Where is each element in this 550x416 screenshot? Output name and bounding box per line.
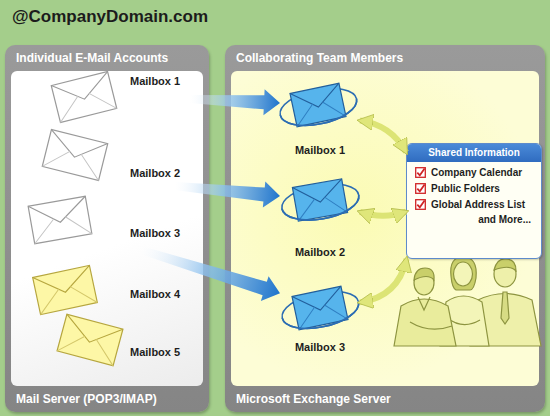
envelope-body [28, 196, 92, 243]
mailbox: Mailbox 2 [280, 175, 360, 263]
checkbox-icon [415, 167, 426, 178]
mailbox-label: Mailbox 1 [130, 75, 180, 87]
envelope-flap [292, 179, 345, 206]
panel-heading: Individual E-Mail Accounts [16, 51, 203, 65]
server-panel: Individual E-Mail AccountsMail Server (P… [5, 45, 209, 412]
more-note: and More... [407, 210, 541, 225]
envelope-group [28, 196, 92, 243]
mailbox-label: Mailbox 4 [130, 288, 180, 300]
checkbox-tick [417, 201, 424, 208]
envelope-flap [28, 196, 89, 227]
envelope-body [33, 265, 98, 314]
mailbox-label: Mailbox 2 [280, 246, 360, 258]
envelope-flap [292, 286, 345, 315]
mailbox: Mailbox 3 [280, 285, 360, 357]
mailbox: Mailbox 1 [280, 80, 360, 160]
envelope-fold [42, 146, 103, 181]
shared-info-box: Shared InformationCompany CalendarPublic… [406, 143, 542, 259]
mailbox-label: Mailbox 2 [130, 167, 180, 179]
envelope-body [292, 286, 348, 330]
envelope-group [276, 80, 360, 131]
mailbox-label: Mailbox 1 [280, 144, 360, 156]
orbit-ring [277, 82, 360, 131]
mailbox-label: Mailbox 5 [130, 346, 180, 358]
server-panel: Collaborating Team MembersMicrosoft Exch… [225, 45, 545, 412]
checkbox-tick [417, 185, 424, 192]
diagram-title: @CompanyDomain.com [12, 7, 208, 27]
checkbox-frame [416, 200, 426, 210]
envelope-icon [36, 126, 114, 184]
panel-footer: Microsoft Exchange Server [236, 392, 539, 406]
envelope-icon [271, 66, 365, 144]
envelope-icon [273, 161, 367, 239]
envelope-icon [26, 261, 104, 319]
envelope-group [33, 265, 98, 314]
box-heading: Shared Information [407, 144, 541, 162]
orbit-ring-front [282, 302, 362, 335]
orbit-ring-front [280, 99, 360, 132]
checkbox-frame [416, 168, 426, 178]
envelope-fold [295, 301, 348, 330]
envelope-fold [36, 282, 97, 315]
envelope-body [51, 72, 116, 123]
checklist-row: Public Folders [407, 178, 541, 194]
orbit-ring [279, 178, 362, 225]
mailbox: Mailbox 3 [22, 192, 190, 250]
mailbox: Mailbox 4 [25, 262, 190, 312]
envelope-group [57, 314, 123, 366]
envelope-icon [51, 311, 129, 369]
envelope-fold [31, 213, 92, 244]
envelope-fold [55, 88, 116, 123]
panel-footer: Mail Server (POP3/IMAP) [16, 392, 203, 406]
envelope-body [57, 314, 123, 366]
checklist-row: Company Calendar [407, 162, 541, 178]
envelope-flap [61, 314, 123, 350]
envelope-group [42, 130, 107, 181]
checklist-row: Global Address List [407, 194, 541, 210]
envelope-fold [57, 330, 119, 366]
orbit-ring [279, 285, 362, 334]
envelope-icon [45, 68, 123, 126]
envelope-fold [293, 98, 346, 127]
checkbox-icon [415, 199, 426, 210]
checkbox-frame [416, 184, 426, 194]
checklist-item: Global Address List [431, 199, 525, 210]
checkbox-tick [417, 169, 424, 176]
envelope-group [278, 283, 362, 334]
mailbox-label: Mailbox 3 [130, 227, 180, 239]
mailbox-label: Mailbox 3 [280, 341, 360, 353]
orbit-ring-front [282, 195, 362, 225]
checklist-item: Company Calendar [431, 167, 522, 178]
checklist-item: Public Folders [431, 183, 500, 194]
mailbox: Mailbox 1 [45, 72, 190, 126]
mailbox: Mailbox 5 [45, 318, 190, 376]
checkbox-icon [415, 183, 426, 194]
envelope-group [279, 176, 362, 225]
envelope-flap [290, 83, 343, 112]
envelope-icon [21, 191, 99, 249]
envelope-icon [273, 269, 367, 347]
envelope-flap [33, 265, 94, 298]
mailbox: Mailbox 2 [30, 130, 190, 186]
envelope-fold [295, 194, 348, 221]
envelope-body [290, 83, 346, 127]
envelope-group [51, 72, 116, 123]
panel-heading: Collaborating Team Members [236, 51, 539, 65]
envelope-body [42, 130, 107, 181]
